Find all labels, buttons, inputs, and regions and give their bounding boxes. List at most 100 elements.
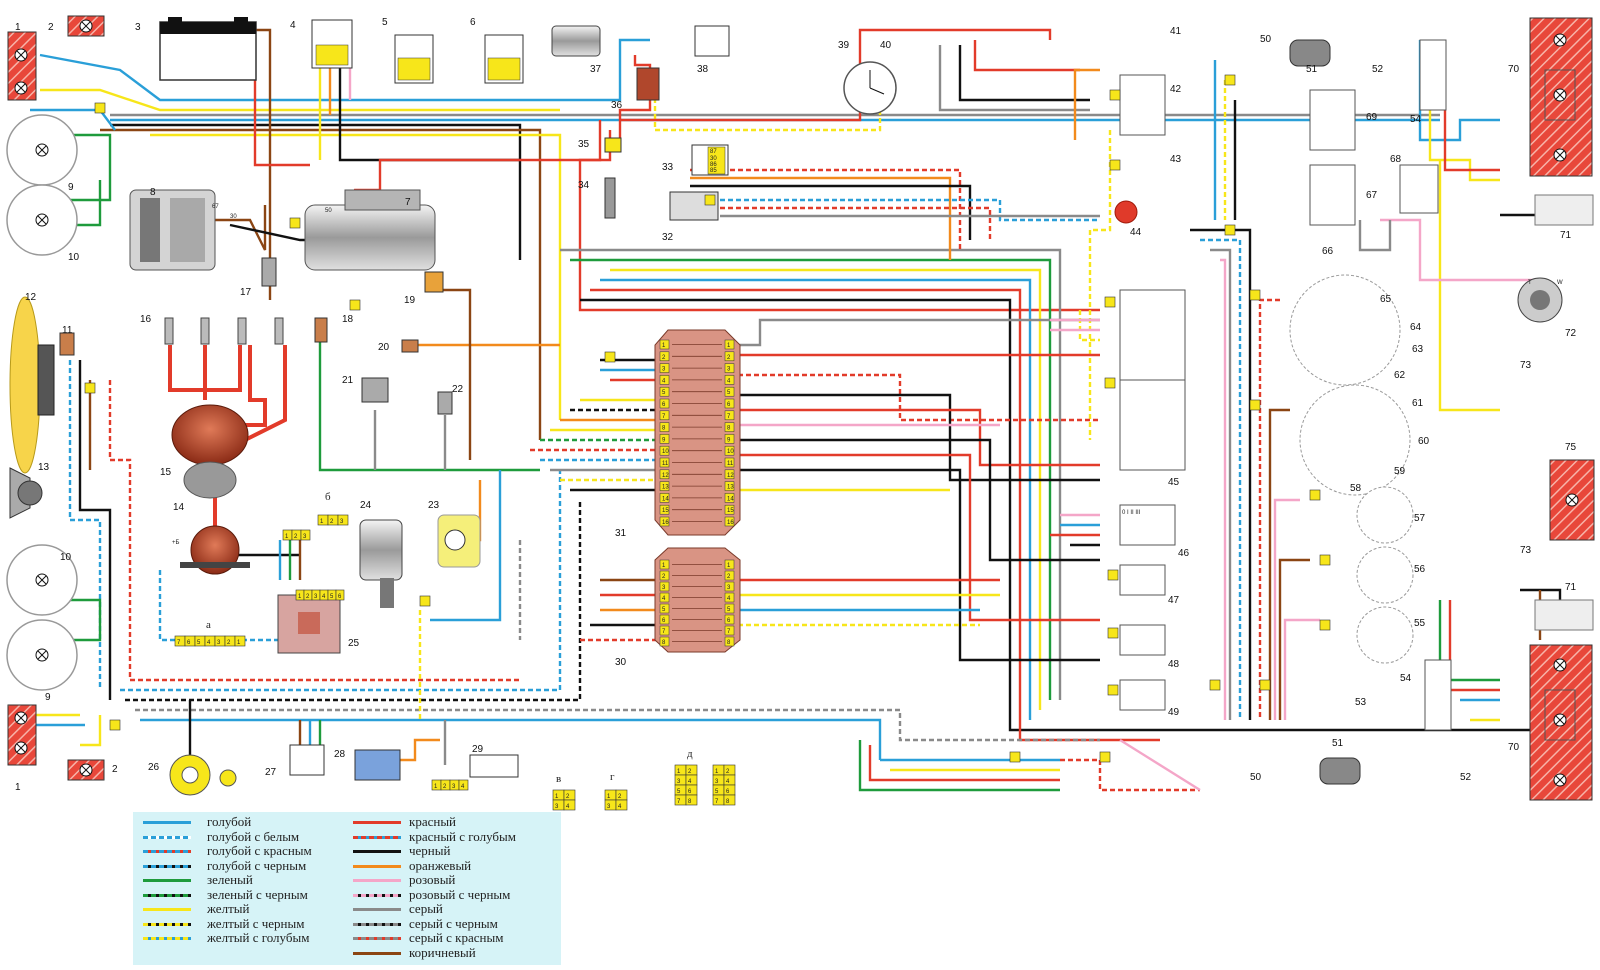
component-number: 7 [405,197,411,208]
component-number: 28 [334,749,346,760]
connector-pin-label: 4 [207,640,211,646]
oil-pressure-sensor-17 [261,257,277,287]
component-number: 51 [1332,738,1344,749]
switch-47 [1119,564,1166,596]
component-number: 2 [112,764,118,775]
legend-swatch [353,879,401,882]
connector-pin-label: 8 [688,799,692,805]
legend-item: зеленый [143,873,253,887]
door-switch-54-top [1419,39,1447,111]
connector-pin-label: 4 [322,594,326,600]
component-number: 22 [452,384,464,395]
switch-block-upper [1119,289,1186,381]
fuse-pin-label: 5 [662,390,666,396]
connector-pin-label: 3 [314,594,318,600]
wire-connector [1104,296,1116,308]
wire-connector [109,719,121,731]
component-number: 14 [173,502,185,513]
legend-item: серый с черным [353,916,498,931]
component-number: 9 [68,182,74,193]
wire-connector [1009,751,1021,763]
connector-pin-label: 7 [715,799,719,805]
legend-item: красный с голубым [353,829,516,844]
component-number: 37 [590,64,602,75]
legend-swatch [353,937,401,940]
label-50: 50 [325,208,332,214]
component-number: 52 [1460,772,1472,783]
component-number: 56 [1414,564,1426,575]
connector-pin-label: 5 [197,640,201,646]
connector-pin-label: 1 [285,534,289,540]
fuse-pin-label: 3 [662,367,666,373]
motor-51-top [1289,39,1331,67]
connector-pin-label: 7 [677,799,681,805]
component-number: 3 [135,22,141,33]
component-number: 68 [1390,154,1402,165]
tachometer [1289,274,1401,386]
connector-pin-label: 2 [443,784,447,790]
wire-connector [1104,377,1116,389]
component-number: 41 [1170,26,1182,37]
component-number: 59 [1394,466,1406,477]
component-number: 19 [404,295,416,306]
brake-fluid-sensor [437,514,481,568]
component-number: 36 [611,100,623,111]
component-number: 70 [1508,64,1520,75]
switch-block-45 [1119,379,1186,471]
component-number: 29 [472,744,484,755]
legend-label: голубой с белым [207,828,300,844]
fuse-pin-label: 1 [662,343,666,349]
legend-swatch [353,821,401,824]
fuse-pin-label: 6 [727,402,731,408]
component-number: 54 [1410,114,1422,125]
svg-text:86: 86 [710,162,717,168]
fuse-pin-label: 2 [727,574,731,580]
component-number: 6 [470,17,476,28]
connector-pin-label: 3 [607,804,611,810]
fuse-pin-label: 14 [727,496,734,502]
fuse-pin-label: 6 [662,618,666,624]
legend-label: коричневый [409,944,476,960]
connector-pin-label: 6 [187,640,191,646]
fuse-pin-label: 16 [727,520,734,526]
svg-text:87: 87 [710,149,717,155]
spark-plugs [164,317,284,345]
legend-item: голубой [143,815,251,829]
connector-pin-label: 5 [330,594,334,600]
component-number: 71 [1565,582,1577,593]
legend-swatch [353,922,401,926]
legend-label: красный [409,814,457,829]
component-number: 48 [1168,659,1180,670]
component-number: 18 [342,314,354,325]
legend-label: желтый [207,901,250,916]
component-number: 50 [1260,34,1272,45]
relay-33-pins: 87 30 86 85 [707,146,726,175]
component-number: 61 [1412,398,1424,409]
component-number: 46 [1178,548,1190,559]
hazard-switch-29 [469,754,519,778]
component-number: 47 [1168,595,1180,606]
component-number: 16 [140,314,152,325]
component-number: 54 [1400,673,1412,684]
component-number: 20 [378,342,390,353]
legend-swatch [143,937,191,940]
connector-pin-label: 3 [677,779,681,785]
fuse-pin-label: 6 [662,402,666,408]
component-number: 55 [1414,618,1426,629]
wire-connector [1224,74,1236,86]
wire-connector [1224,224,1236,236]
legend-swatch [143,835,191,839]
